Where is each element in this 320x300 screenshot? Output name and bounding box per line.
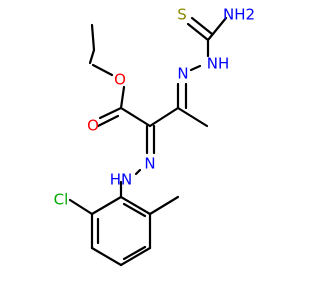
atom-labels: S NH2 NH N O O N HN Cl xyxy=(54,6,255,209)
bond-ring-cl xyxy=(68,198,94,216)
bond-c-s-b xyxy=(190,16,214,36)
bond-ethyl-ch2 xyxy=(88,48,96,65)
atom-cl: Cl xyxy=(54,191,69,209)
bonds xyxy=(68,16,228,267)
atom-nh2: NH2 xyxy=(223,6,255,24)
bond-c-nh2 xyxy=(206,16,228,42)
bond-carbonyl-to-center xyxy=(119,106,152,128)
bond-n-mid-hn xyxy=(134,168,142,176)
bond-o-carbonyl-carbon xyxy=(119,85,126,110)
ring-bond-1 xyxy=(90,195,123,216)
structure-diagram: S NH2 NH N O O N HN Cl xyxy=(53,5,256,267)
ring-bond-4 xyxy=(119,246,152,267)
atom-hn-aryl: HN xyxy=(110,171,133,189)
bond-ch2-o xyxy=(91,63,114,77)
bond-ethyl-ch3 xyxy=(90,23,96,52)
bond-n-nh xyxy=(189,64,202,72)
atom-o-carbonyl: O xyxy=(87,117,99,135)
atom-s: S xyxy=(177,6,187,24)
atom-n-mid: N xyxy=(144,155,155,173)
bond-carbonyl-a xyxy=(98,106,123,120)
atom-nh-thio: NH xyxy=(207,55,230,73)
bond-carbonyl-b xyxy=(96,114,120,128)
bond-center-to-c3 xyxy=(148,106,180,128)
bond-ring-methyl xyxy=(148,195,180,216)
bond-c-s-a xyxy=(186,22,210,42)
ring-double-3 xyxy=(122,202,147,218)
ring-double-2 xyxy=(122,245,147,261)
ring-bond-6 xyxy=(119,195,152,216)
ring-bond-3 xyxy=(90,246,123,267)
molecule-drawing: S NH2 NH N O O N HN Cl xyxy=(54,6,255,267)
atom-o-ester: O xyxy=(114,71,126,89)
atom-n-top: N xyxy=(177,65,188,83)
bond-c3-methyl xyxy=(176,106,209,128)
